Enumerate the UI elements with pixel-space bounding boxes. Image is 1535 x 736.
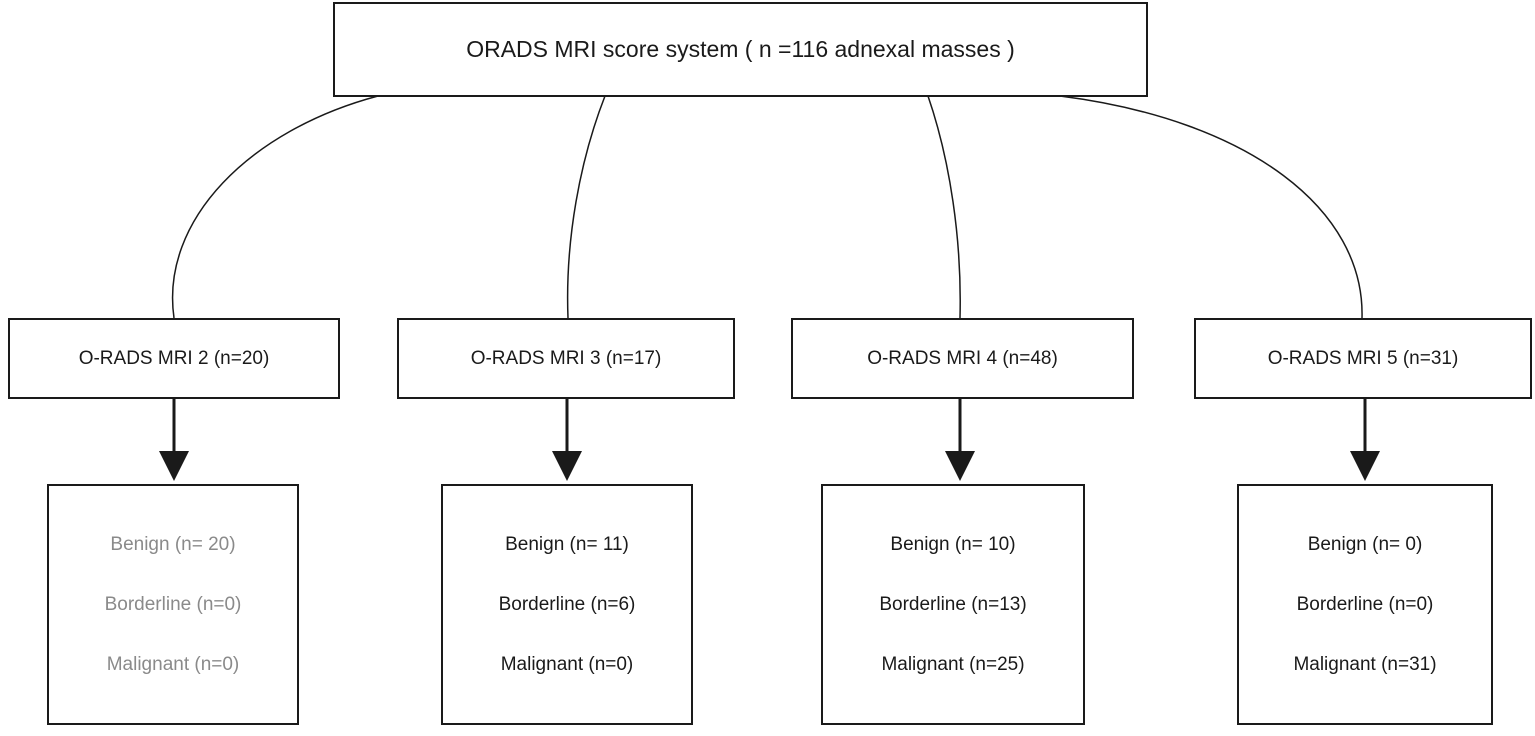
connector-root-to-mri2: [171, 95, 379, 319]
connector-root-to-mri3: [566, 95, 606, 319]
benign-count: Benign (n= 0): [1307, 533, 1423, 555]
result-node-mri5: Benign (n= 0) Borderline (n=0) Malignant…: [1237, 484, 1493, 725]
category-node-mri4: O-RADS MRI 4 (n=48): [791, 318, 1134, 399]
borderline-count: Borderline (n=6): [498, 593, 636, 615]
root-label: ORADS MRI score system ( n =116 adnexal …: [466, 36, 1015, 62]
benign-count: Benign (n= 11): [505, 533, 629, 555]
borderline-count: Borderline (n=0): [1296, 593, 1434, 615]
malignant-count: Malignant (n=0): [106, 653, 240, 675]
category-node-mri5: O-RADS MRI 5 (n=31): [1194, 318, 1532, 399]
category-label: O-RADS MRI 2 (n=20): [78, 347, 270, 369]
category-node-mri2: O-RADS MRI 2 (n=20): [8, 318, 340, 399]
connector-root-to-mri4: [927, 95, 961, 319]
borderline-count: Borderline (n=0): [104, 593, 242, 615]
malignant-count: Malignant (n=25): [881, 653, 1025, 675]
malignant-count: Malignant (n=0): [500, 653, 634, 675]
connector-root-to-mri5: [1059, 95, 1363, 319]
result-node-mri3: Benign (n= 11) Borderline (n=6) Malignan…: [441, 484, 693, 725]
root-node: ORADS MRI score system ( n =116 adnexal …: [333, 2, 1148, 97]
category-node-mri3: O-RADS MRI 3 (n=17): [397, 318, 735, 399]
category-label: O-RADS MRI 4 (n=48): [867, 347, 1058, 369]
category-label: O-RADS MRI 5 (n=31): [1267, 347, 1459, 369]
result-node-mri2: Benign (n= 20) Borderline (n=0) Malignan…: [47, 484, 299, 725]
borderline-count: Borderline (n=13): [879, 593, 1027, 615]
benign-count: Benign (n= 10): [890, 533, 1016, 555]
malignant-count: Malignant (n=31): [1293, 653, 1437, 675]
result-node-mri4: Benign (n= 10) Borderline (n=13) Maligna…: [821, 484, 1085, 725]
category-label: O-RADS MRI 3 (n=17): [470, 347, 662, 369]
benign-count: Benign (n= 20): [110, 533, 236, 555]
